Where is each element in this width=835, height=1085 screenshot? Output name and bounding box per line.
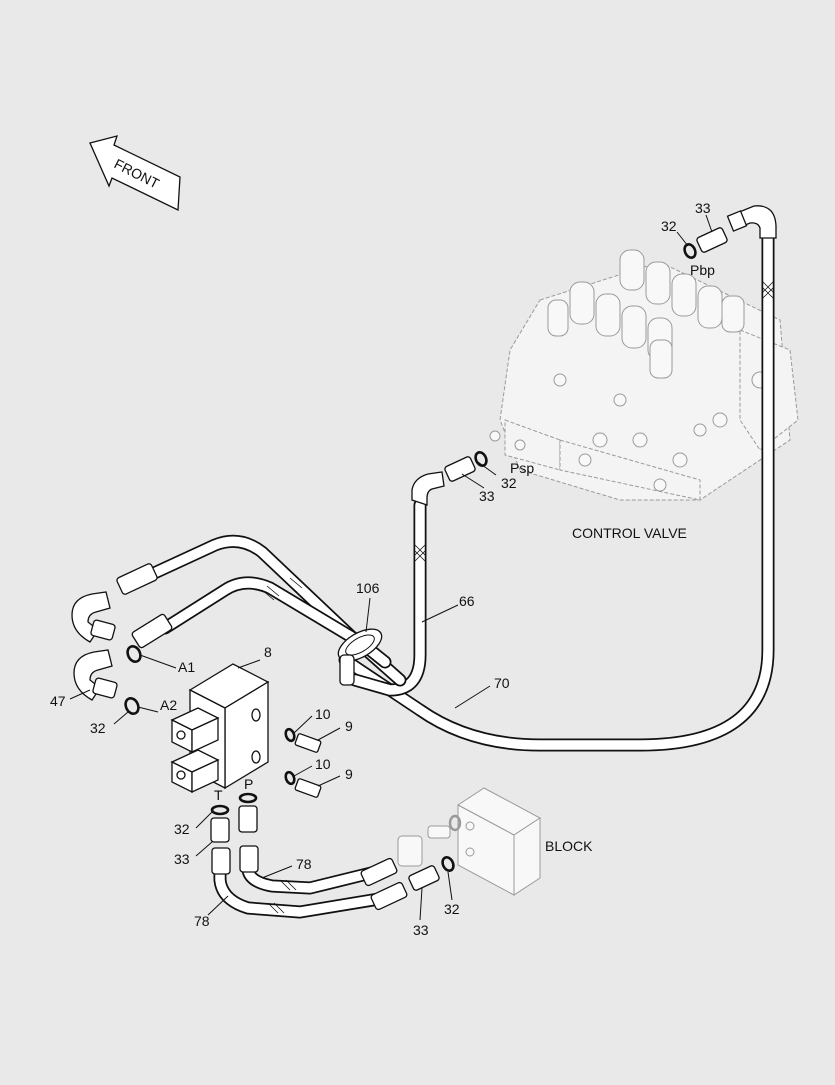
control-valve-assembly: CONTROL VALVE [489,249,799,541]
valve-block-8: A1 A2 [160,659,270,794]
clamp-106 [337,628,383,686]
elbow-fittings-47 [71,591,142,715]
callout-9-top: 9 [345,718,353,734]
upper-hoses [116,534,407,687]
control-valve-label: CONTROL VALVE [572,525,687,541]
callout-47: 47 [50,693,66,709]
port-pbp-label: Pbp [690,262,715,278]
callout-10-bot: 10 [315,756,331,772]
callout-33-pbp: 33 [695,200,711,216]
callout-78-left: 78 [194,913,210,929]
callout-66: 66 [459,593,475,609]
callout-106: 106 [356,580,380,596]
control-valve-ports [489,371,769,492]
hose-70-marking [762,281,774,299]
callout-numbers: 32 33 33 32 106 66 70 8 47 32 10 9 10 9 … [50,200,711,938]
port-psp-label: Psp [510,460,534,476]
block-label: BLOCK [545,838,593,854]
callout-33-t: 33 [174,851,190,867]
tp-port-fittings: T P [210,776,258,843]
block-assembly: BLOCK [397,787,593,896]
callout-32-pbp: 32 [661,218,677,234]
callout-32-block: 32 [444,901,460,917]
port-t-label: T [214,787,223,803]
front-direction-arrow: FRONT [89,135,181,212]
callout-9-bot: 9 [345,766,353,782]
bolts-and-washers [284,727,322,798]
block-fittings [408,856,455,891]
port-a1-label: A1 [178,659,195,675]
hose-66-marking [414,544,426,562]
upper-hose-markings [261,577,303,601]
callout-70: 70 [494,675,510,691]
pbp-fittings: Pbp [683,227,728,278]
callout-78-right: 78 [296,856,312,872]
leader-lines [69,214,713,921]
callout-33-psp: 33 [479,488,495,504]
callout-32-t: 32 [174,821,190,837]
callout-10-top: 10 [315,706,331,722]
lower-hoses-78 [211,845,408,919]
hose-66 [348,471,445,697]
control-valve-spools [547,249,745,379]
port-p-label: P [244,776,253,792]
lower-hose-markings [267,879,297,914]
callout-33-block: 33 [413,922,429,938]
callout-32-a2: 32 [90,720,106,736]
callout-8: 8 [264,644,272,660]
hose-70 [338,225,775,752]
callout-32-psp: 32 [501,475,517,491]
port-a2-label: A2 [160,697,177,713]
psp-fittings: Psp [444,451,534,482]
pbp-elbow-fitting [726,205,777,239]
